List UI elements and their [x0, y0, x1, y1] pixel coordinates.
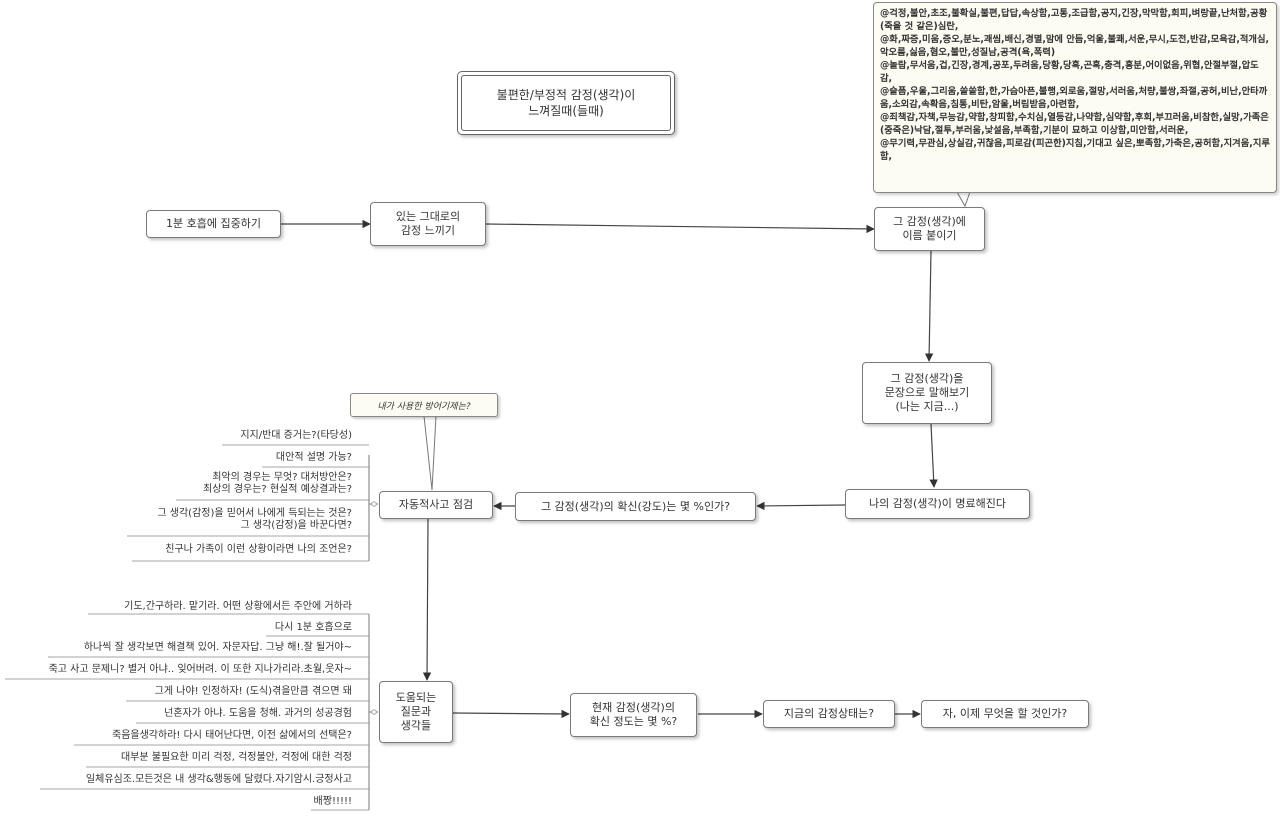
arrow-feel-to-name — [485, 223, 875, 234]
auto-check-items-leaf[interactable]: 대안적 설명 가능? — [275, 452, 352, 463]
helpful-items-leaf[interactable]: 기도,간구하라. 맡기라. 어떤 상황에서든 주안에 거하라 — [124, 601, 352, 612]
callout-pointer-tip — [423, 415, 437, 491]
arrow-check-to-helpful — [422, 518, 432, 681]
node-sentence[interactable]: 그 감정(생각)을 문장으로 말해보기 (나는 지금...) — [862, 362, 992, 424]
auto-check-leaf-group: 지지/반대 증거는?(타당성) 대안적 설명 가능? 최악의 경우는 무엇? 대처방… — [0, 0, 367, 819]
helpful-items-leaf[interactable]: 일체유심조.모든것은 내 생각&행동에 달렸다.자기암시.긍정사고 — [85, 774, 352, 785]
leaf-dot-helpful — [371, 709, 377, 715]
helpful-items-leaf[interactable]: 하나씩 잘 생각보면 해결책 있어. 자문자답. 그냥 해!.잘 될거야~ — [83, 642, 352, 653]
emotion-group-guilt: @죄책감,자책,무능감,약함,창피함,수치심,열등감,나약함,심약함,후회,부끄… — [880, 112, 1269, 136]
arrow-helpful-to-now — [452, 709, 570, 719]
node-breath[interactable]: 1분 호흡에 집중하기 — [146, 210, 281, 238]
auto-check-items-leaf[interactable]: 친구나 가족이 이런 상황이라면 나의 조언은? — [165, 544, 352, 555]
node-certainty[interactable]: 그 감정(생각)의 확신(강도)는 몇 %인가? — [515, 492, 756, 521]
callout-pointer-note — [956, 191, 971, 208]
node-helpful[interactable]: 도움되는 질문과 생각들 — [379, 681, 453, 743]
central-topic-label: 불편한/부정적 감정(생각)이 느껴질때(들때) — [461, 75, 671, 131]
arrow-sentence-to-clear — [929, 423, 938, 488]
node-next-action[interactable]: 자, 이제 무엇을 할 것인가? — [921, 700, 1089, 728]
node-auto-check[interactable]: 자동적사고 점검 — [379, 491, 493, 519]
helpful-items-leaf[interactable]: 배짱!!!!! — [313, 796, 352, 807]
emotion-group-anxiety: @걱정,불안,초조,불확실,불편,답답,속상함,고통,조급함,공지,긴장,막막함… — [880, 8, 1268, 32]
auto-check-items-leaf[interactable]: 최악의 경우는 무엇? 대처방안은? 최상의 경우는? 현실적 예상결과는? — [203, 472, 352, 495]
helpful-items-leaf[interactable]: 그게 나야! 인정하자! (도식)겪을만큼 겪으면 돼 — [154, 686, 352, 697]
emotion-list-note: @걱정,불안,초조,불확실,불편,답답,속상함,고통,조급함,공지,긴장,막막함… — [873, 2, 1277, 193]
arrow-clear-to-certainty — [756, 501, 846, 511]
auto-check-items-leaf[interactable]: 그 생각(감정)을 믿어서 나에게 득되는는 것은? 그 생각(감정)을 바꾼다… — [157, 508, 352, 531]
emotion-group-fear: @놀람,무서움,겁,긴장,경계,공포,두려움,당황,당혹,곤혹,충격,흥분,어이… — [880, 60, 1259, 84]
helpful-items-leaf[interactable]: 넌혼자가 아냐. 도움을 청해. 과거의 성공경험 — [164, 708, 352, 719]
central-topic[interactable]: 불편한/부정적 감정(생각)이 느껴질때(들때) — [457, 71, 675, 135]
helpful-items-leaf[interactable]: 대부분 불필요한 미리 걱정, 걱정불안, 걱정에 대한 걱정 — [120, 752, 352, 763]
helpful-items-leaf[interactable]: 다시 1분 호흡으로 — [274, 622, 352, 633]
node-clear[interactable]: 나의 감정(생각)이 명료해진다 — [845, 489, 1030, 519]
emotion-group-sadness: @슬픔,우울,그리움,쓸쓸함,한,가슴아픈,불행,외로움,절망,서러움,처량,불… — [880, 86, 1268, 110]
auto-check-items-leaf[interactable]: 지지/반대 증거는?(타당성) — [240, 430, 352, 441]
emotion-group-lethargy: @무기력,무관심,상실감,귀찮음,피로감(피곤한)지침,기대고 싶은,뽀족함,가… — [880, 138, 1270, 162]
defense-mechanism-callout: 내가 사용한 방어기제는? — [350, 393, 498, 417]
node-feel[interactable]: 있는 그대로의 감정 느끼기 — [370, 202, 486, 246]
node-name[interactable]: 그 감정(생각)에 이름 붙이기 — [874, 207, 985, 251]
helpful-items-leaf[interactable]: 죽고 사고 문제니? 별거 아냐.. 잊어버려. 이 또한 지나가리라.초월,웃… — [48, 664, 352, 675]
node-now-certainty[interactable]: 현재 감정(생각)의 확신 정도는 몇 %? — [570, 693, 697, 737]
emotion-group-anger: @화,짜증,미움,증오,분노,괘씸,배신,경멸,맘에 안듬,억울,불쾌,서운,무… — [880, 34, 1270, 58]
node-now-state[interactable]: 지금의 감정상태는? — [763, 700, 895, 728]
helpful-items-leaf[interactable]: 죽음을생각하라! 다시 태어난다면, 이전 삶에서의 선택은? — [112, 730, 352, 741]
leaf-dot-check — [371, 501, 377, 507]
arrow-name-to-sentence — [924, 250, 934, 362]
